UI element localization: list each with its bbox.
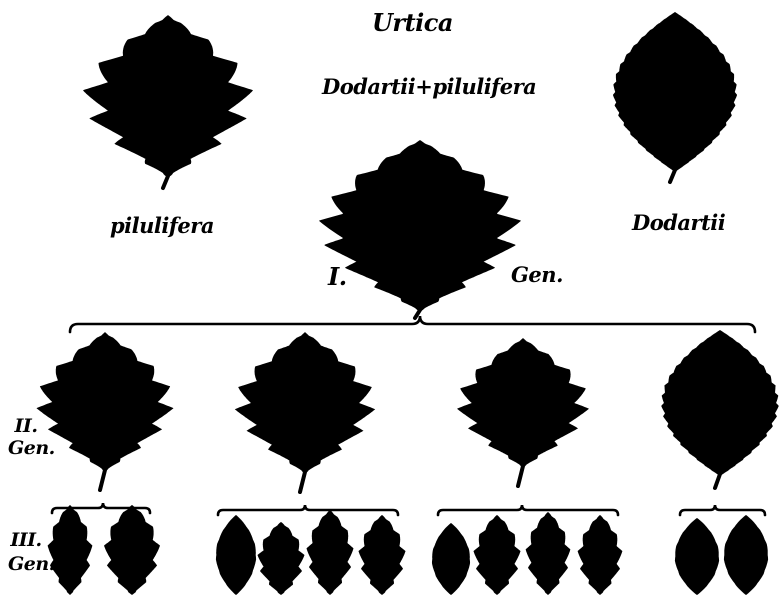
generation-one-word: Gen. [511,262,563,287]
leaf-gen2-4-silhouette [661,330,778,476]
leaf-gen3-5-silhouette [307,510,354,595]
leaf-dodartii-silhouette [613,12,737,172]
generation-two-label: II. Gen. [8,415,44,459]
leaf-gen3-7-silhouette [432,523,470,595]
cross-formula: Dodartii+pilulifera [322,74,536,99]
generation-three-label: III. Gen. [8,528,44,576]
leaf-gen3-9-silhouette [526,512,571,595]
leaf-gen2-3-silhouette [457,338,589,468]
generation-one-numeral: I. [328,262,347,291]
brace-generation-three-group3 [438,505,618,515]
leaf-gen3-8-silhouette [474,515,521,595]
leaf-gen2-4-petiole [715,474,720,488]
brace-generation-three-group2 [218,505,398,515]
brace-generation-three-group4 [680,505,765,515]
parent-label-dodartii: Dodartii [632,210,725,235]
parent-label-pilulifera: pilulifera [110,213,214,238]
leaf-gen2-2-petiole [300,472,305,492]
leaf-gen3-11-silhouette [675,518,719,595]
leaf-dodartii-petiole [670,170,675,182]
leaf-gen2-1-petiole [100,470,105,490]
brace-generation-two [70,316,755,332]
leaf-pilulifera-petiole [163,176,168,188]
leaf-gen3-1-silhouette [48,505,93,595]
leaf-pilulifera-silhouette [83,15,253,178]
leaf-gen3-10-silhouette [578,515,623,595]
leaf-gen1-silhouette [319,140,521,312]
leaf-gen3-12-silhouette [724,515,768,595]
leaf-gen2-2-silhouette [235,332,375,474]
plate-title: Urtica [372,8,453,37]
leaf-gen2-1-silhouette [37,332,174,472]
leaf-gen3-2-silhouette [104,505,160,595]
leaf-gen3-6-silhouette [359,515,406,595]
leaf-gen3-4-silhouette [258,522,305,595]
leaf-gen3-3-silhouette [216,515,256,595]
leaf-gen2-3-petiole [518,466,523,486]
